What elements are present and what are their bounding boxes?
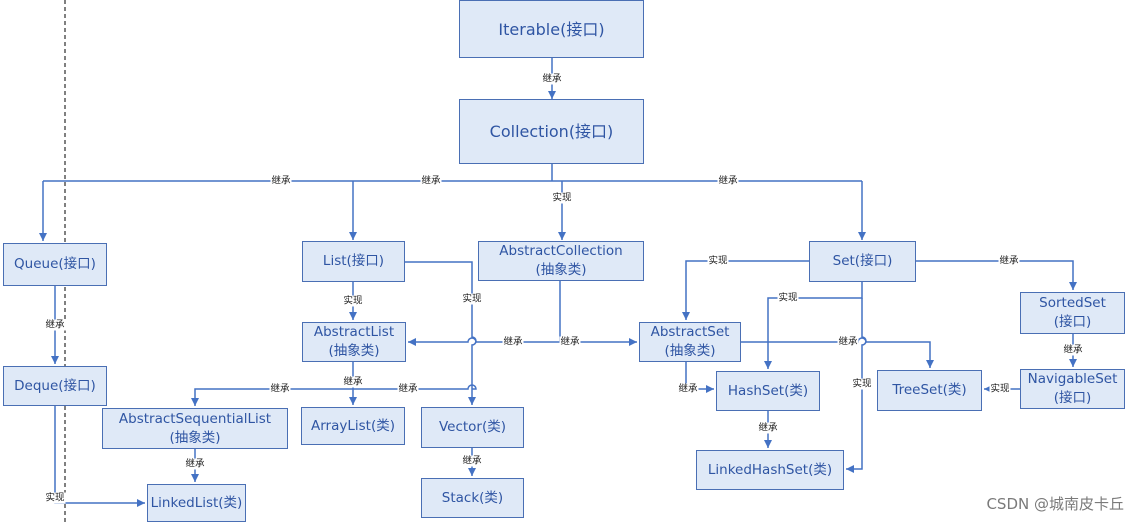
edge-label-inherit: 继承 <box>270 175 292 187</box>
node-linked-hash-set-label: LinkedHashSet(类) <box>707 461 833 478</box>
node-tree-set: TreeSet(类) <box>877 370 982 411</box>
node-queue: Queue(接口) <box>3 243 107 286</box>
edge-label-inherit: 继承 <box>677 383 699 395</box>
node-deque-label: Deque(接口) <box>14 377 96 394</box>
edge-label-implement: 实现 <box>707 255 729 267</box>
node-list: List(接口) <box>302 241 405 282</box>
node-abstract-collection-line2: (抽象类) <box>535 262 587 278</box>
edge-label-implement: 实现 <box>551 192 573 204</box>
node-vector-label: Vector(类) <box>438 419 507 435</box>
node-set: Set(接口) <box>809 241 916 282</box>
edge-label-inherit: 继承 <box>757 422 779 434</box>
node-tree-set-label: TreeSet(类) <box>892 382 967 398</box>
node-abstract-collection-line1: AbstractCollection <box>499 243 623 259</box>
edge-label-inherit: 继承 <box>717 175 739 187</box>
edge-label-inherit: 继承 <box>420 175 442 187</box>
edge-label-inherit: 继承 <box>397 383 419 395</box>
edge-label-implement: 实现 <box>342 295 364 307</box>
node-hash-set: HashSet(类) <box>716 371 820 411</box>
node-hash-set-label: HashSet(类) <box>727 382 809 399</box>
node-navigable-set-line1: NavigableSet <box>1027 371 1118 387</box>
node-abstract-set: AbstractSet (抽象类) <box>639 322 741 362</box>
edge-label-implement: 实现 <box>777 292 799 304</box>
node-iterable: Iterable(接口) <box>459 0 644 58</box>
node-vector: Vector(类) <box>421 407 524 448</box>
edge-collection-bus <box>43 164 862 182</box>
node-navigable-set: NavigableSet (接口) <box>1020 369 1125 409</box>
node-sorted-set-line2: (接口) <box>1053 314 1092 330</box>
node-linked-hash-set: LinkedHashSet(类) <box>696 450 844 490</box>
node-list-label: List(接口) <box>322 253 385 269</box>
edge-label-inherit: 继承 <box>541 73 563 85</box>
edge-label-inherit: 继承 <box>44 319 66 331</box>
edge-label-inherit: 继承 <box>1062 344 1084 356</box>
node-collection-label: Collection(接口) <box>489 122 614 141</box>
edge-label-inherit: 继承 <box>461 455 483 467</box>
node-abstract-set-line1: AbstractSet <box>650 324 730 340</box>
edge-label-implement: 实现 <box>44 492 66 504</box>
node-stack: Stack(类) <box>421 478 524 518</box>
node-abstract-set-line2: (抽象类) <box>664 343 716 359</box>
edge-label-implement: 实现 <box>461 293 483 305</box>
edge-label-inherit: 继承 <box>998 255 1020 267</box>
node-iterable-label: Iterable(接口) <box>498 19 605 39</box>
node-queue-label: Queue(接口) <box>14 256 96 272</box>
node-collection: Collection(接口) <box>459 99 644 164</box>
node-linked-list-label: LinkedList(类) <box>150 494 243 511</box>
edge-label-inherit: 继承 <box>184 458 206 470</box>
node-abstract-sequential-list-line1: AbstractSequentialList <box>118 410 272 427</box>
node-abstract-collection: AbstractCollection (抽象类) <box>478 241 644 281</box>
node-sorted-set: SortedSet (接口) <box>1020 292 1125 334</box>
node-deque: Deque(接口) <box>3 366 107 406</box>
edge-label-inherit: 继承 <box>342 376 364 388</box>
edge-set-abstractset <box>682 260 809 320</box>
node-array-list: ArrayList(类) <box>301 407 405 445</box>
edge-abstractcollection-abstractlist <box>408 337 560 346</box>
edge-label-implement: 实现 <box>851 378 873 390</box>
watermark: CSDN @城南皮卡丘 <box>986 495 1124 513</box>
edge-abstractlist-abstractsequentiallist <box>191 388 353 406</box>
node-array-list-label: ArrayList(类) <box>311 417 395 434</box>
edge-label-inherit: 继承 <box>502 336 524 348</box>
edge-label-implement: 实现 <box>989 383 1011 395</box>
node-stack-label: Stack(类) <box>441 489 504 506</box>
node-sorted-set-line1: SortedSet <box>1039 295 1106 311</box>
node-linked-list: LinkedList(类) <box>147 484 246 522</box>
edge-label-inherit: 继承 <box>269 383 291 395</box>
edge-set-hashset <box>764 282 863 369</box>
edge-abstractset-treeset <box>741 337 934 368</box>
node-abstract-list-line2: (抽象类) <box>328 343 380 359</box>
node-abstract-sequential-list: AbstractSequentialList (抽象类) <box>102 408 288 449</box>
node-navigable-set-line2: (接口) <box>1053 390 1092 406</box>
node-abstract-list: AbstractList (抽象类) <box>302 322 406 362</box>
edge-label-inherit: 继承 <box>837 336 859 348</box>
node-abstract-sequential-list-line2: (抽象类) <box>169 429 221 446</box>
edge-label-inherit: 继承 <box>559 336 581 348</box>
node-abstract-list-line1: AbstractList <box>313 324 395 340</box>
edge-set-sortedset <box>916 260 1077 290</box>
node-set-label: Set(接口) <box>832 253 893 269</box>
edge-abstractlist-bus <box>353 384 477 390</box>
